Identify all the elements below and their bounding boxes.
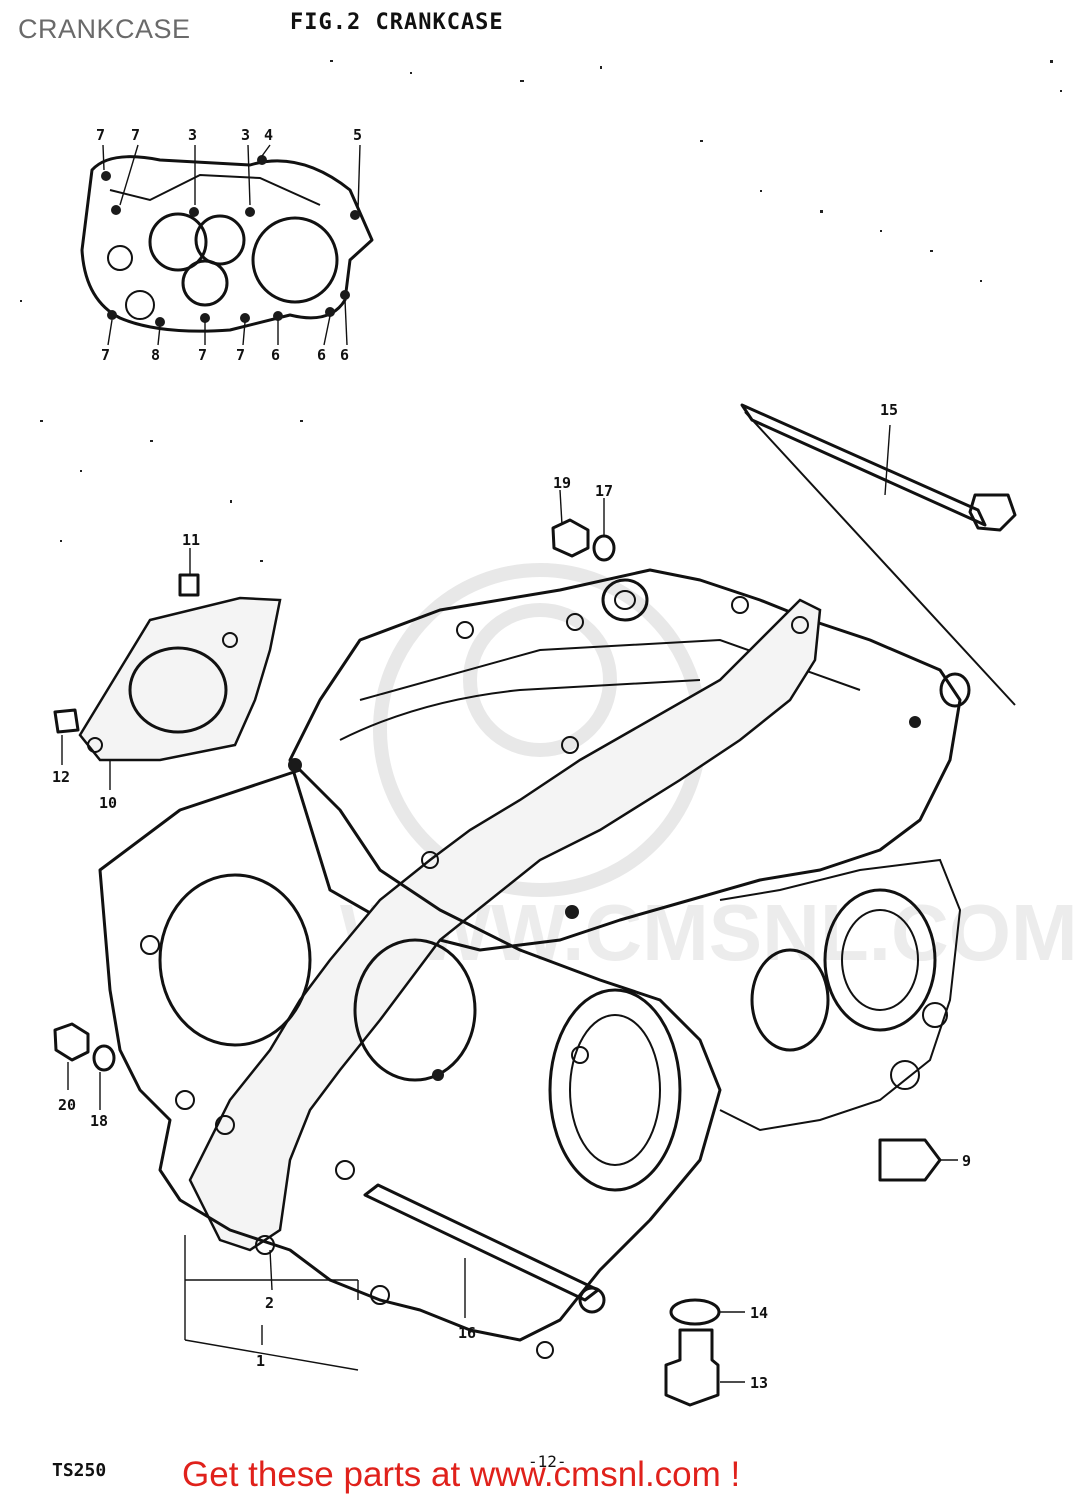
part-15-bolt: [740, 403, 1017, 706]
callout-16: 16: [458, 1324, 476, 1342]
callout-inset-4: 4: [264, 126, 273, 144]
main-crankcase-view: 15 19 17 11 12 10 20 18 9 2 1 16 14 13: [52, 401, 1017, 1407]
inset-crankcase-view: 7 7 3 3 4 5 7 8 7 7 6 6 6: [80, 126, 374, 364]
callout-11: 11: [182, 531, 200, 549]
callout-19: 19: [553, 474, 571, 492]
callout-14: 14: [750, 1304, 768, 1322]
callout-2: 2: [265, 1294, 274, 1312]
callout-inset-5: 5: [353, 126, 362, 144]
model-label: TS250: [52, 1460, 107, 1481]
part-14-washer: [669, 1298, 721, 1326]
callout-inset-6b: 6: [317, 346, 326, 364]
callout-inset-3b: 3: [241, 126, 250, 144]
part-18-washer: [92, 1044, 116, 1072]
part-16-stud: [363, 1183, 600, 1302]
callout-10: 10: [99, 794, 117, 812]
callout-17: 17: [595, 482, 613, 500]
callout-18: 18: [90, 1112, 108, 1130]
part-12-screw: [53, 708, 80, 734]
part-10-gasket: [78, 596, 282, 762]
part-19-nut: [551, 518, 590, 558]
part-2-gasket: [188, 598, 822, 1252]
page-number: -12-: [528, 1452, 567, 1471]
callout-13: 13: [750, 1374, 768, 1392]
callout-inset-7b: 7: [131, 126, 140, 144]
part-17-washer: [592, 534, 616, 562]
callout-1: 1: [256, 1352, 265, 1370]
callout-inset-7e: 7: [236, 346, 245, 364]
figure-title: FIG.2 CRANKCASE: [290, 10, 504, 35]
part-11-screw: [178, 573, 200, 597]
part-13-drain-plug: [664, 1328, 720, 1407]
page-header-label: CRANKCASE: [18, 14, 191, 44]
part-20-nut: [53, 1022, 90, 1062]
callout-inset-7d: 7: [198, 346, 207, 364]
callout-inset-7a: 7: [96, 126, 105, 144]
callout-inset-6c: 6: [340, 346, 349, 364]
buy-parts-link[interactable]: Get these parts at www.cmsnl.com !: [182, 1455, 741, 1494]
callout-15: 15: [880, 401, 898, 419]
callout-9: 9: [962, 1152, 971, 1170]
part-9-dowel: [878, 1138, 942, 1182]
scan-noise: [20, 60, 1062, 562]
callout-inset-6a: 6: [271, 346, 280, 364]
callout-inset-7c: 7: [101, 346, 110, 364]
callout-12: 12: [52, 768, 70, 786]
callout-inset-8: 8: [151, 346, 160, 364]
callout-20: 20: [58, 1096, 76, 1114]
callout-inset-3a: 3: [188, 126, 197, 144]
